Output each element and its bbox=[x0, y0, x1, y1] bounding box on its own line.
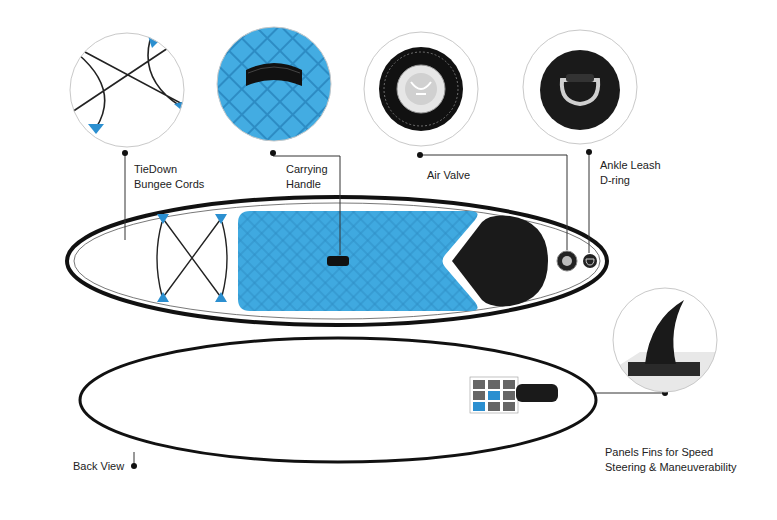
valve-inset bbox=[360, 30, 490, 150]
part-label: Ankle Leash D-ring bbox=[600, 158, 672, 188]
board-back bbox=[80, 338, 596, 462]
part-label: Panels Fins for Speed Steering & Maneuve… bbox=[605, 445, 755, 475]
fin-inset bbox=[610, 285, 720, 395]
bungee-inset bbox=[60, 30, 200, 150]
view-label: Back View bbox=[73, 459, 124, 474]
handle-inset bbox=[210, 20, 340, 150]
part-label: TieDown Bungee Cords bbox=[134, 162, 214, 192]
part-label: Air Valve bbox=[427, 168, 470, 183]
board-top bbox=[67, 197, 607, 325]
dring-inset bbox=[520, 30, 650, 150]
part-label: Carrying Handle bbox=[286, 162, 334, 192]
